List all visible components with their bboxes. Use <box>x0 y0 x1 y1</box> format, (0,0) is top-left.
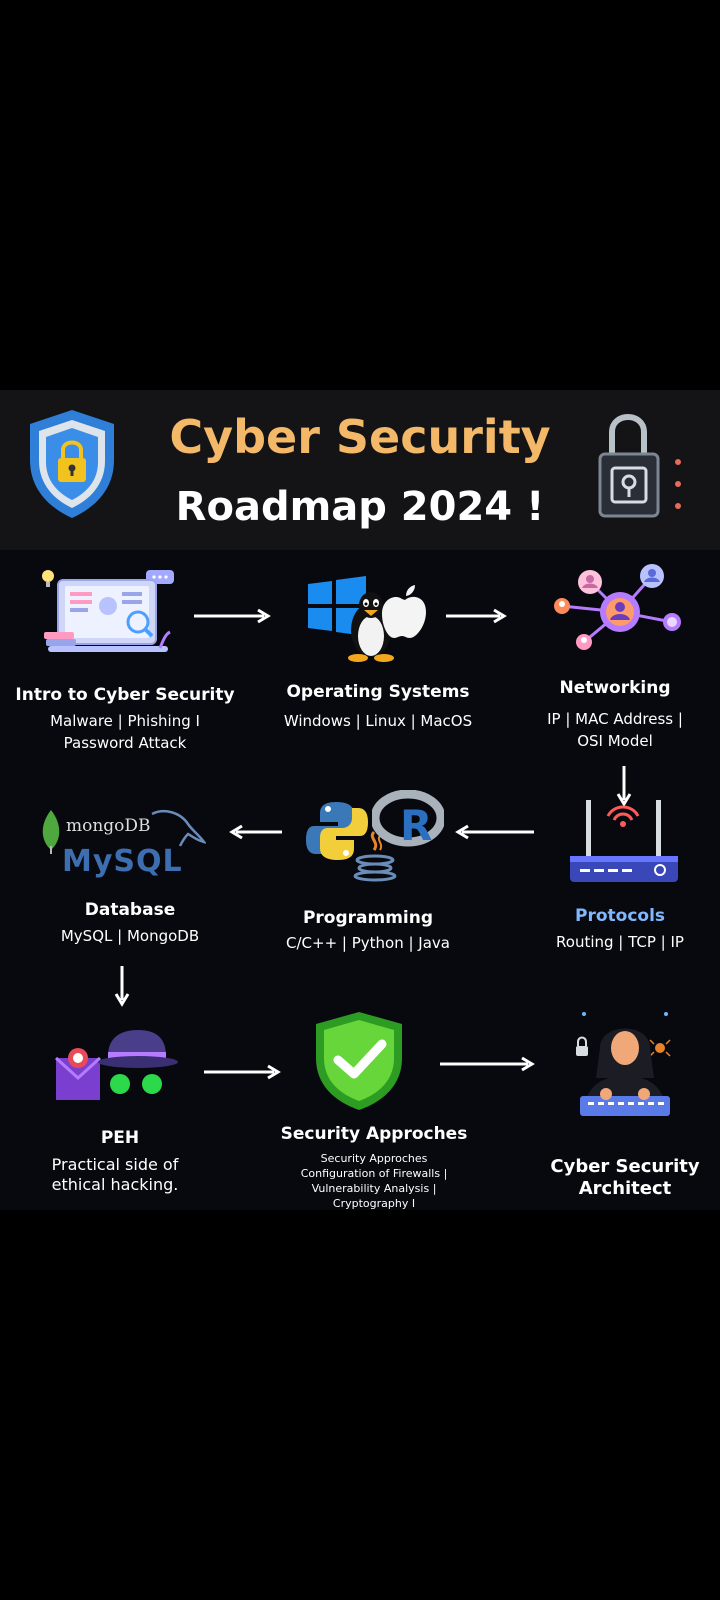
laptop-icon <box>42 570 174 652</box>
mongodb-logo-text: mongoDB <box>66 816 151 836</box>
node-sub-networking-1: IP | MAC Address | <box>547 710 683 728</box>
mysql-logo-text: MySQL <box>62 844 183 879</box>
node-title-intro: Intro to Cyber Security <box>15 685 235 705</box>
node-sub-intro-2: Password Attack <box>63 734 187 752</box>
node-sub-programming-1: C/C++ | Python | Java <box>286 934 450 952</box>
node-sub-peh-2: ethical hacking. <box>51 1175 179 1194</box>
node-sub-security-3: Vulnerability Analysis | <box>311 1182 437 1195</box>
node-title-os: Operating Systems <box>286 682 470 702</box>
arrow-down-2 <box>114 966 130 1007</box>
python-icon <box>306 802 368 860</box>
node-title-security: Security Approches <box>280 1124 468 1144</box>
header: Cyber Security Roadmap 2024 ! <box>0 390 720 550</box>
mongodb-leaf-icon <box>42 810 60 854</box>
node-sub-os-1: Windows | Linux | MacOS <box>283 712 473 730</box>
node-title-architect-2: Architect <box>578 1178 672 1199</box>
check-shield-icon <box>316 1012 402 1110</box>
node-sub-peh-1: Practical side of <box>51 1155 179 1174</box>
node-title-programming: Programming <box>302 908 434 928</box>
hooded-hacker-icon <box>576 1012 671 1116</box>
node-title-database: Database <box>84 900 176 920</box>
padlock-icon <box>598 414 681 518</box>
node-title-architect-1: Cyber Security <box>550 1156 700 1177</box>
network-people-icon <box>554 564 681 650</box>
node-sub-protocols-1: Routing | TCP | IP <box>556 933 684 951</box>
arrow-down-1 <box>616 766 632 807</box>
router-icon <box>570 800 678 882</box>
windows-icon <box>308 576 366 636</box>
arrow-right-3 <box>204 1064 281 1080</box>
arrow-right-1 <box>194 608 271 624</box>
node-title-networking: Networking <box>559 678 671 698</box>
hacker-hat-icon <box>54 1030 178 1100</box>
r-logo-letter: R <box>400 801 432 850</box>
roadmap-card: Cyber Security Roadmap 2024 ! <box>0 390 720 1210</box>
node-sub-security-4: Cryptography I <box>332 1197 416 1210</box>
arrow-right-2 <box>446 608 507 624</box>
arrow-right-4 <box>440 1056 535 1072</box>
node-sub-security-2: Configuration of Firewalls | <box>300 1167 448 1180</box>
node-title-peh: PEH <box>100 1128 140 1148</box>
node-sub-security-1: Security Approches <box>320 1152 428 1165</box>
title-line-2: Roadmap 2024 ! <box>175 484 545 530</box>
title-line-1: Cyber Security <box>169 410 551 464</box>
linux-tux-icon <box>348 592 394 662</box>
java-cup-icon <box>353 830 397 882</box>
apple-icon <box>382 585 426 638</box>
r-logo-icon: R <box>372 790 444 850</box>
mysql-dolphin-icon <box>151 810 206 847</box>
arrow-left-1 <box>229 824 282 840</box>
node-title-protocols: Protocols <box>574 906 666 926</box>
arrow-left-2 <box>455 824 534 840</box>
node-sub-networking-2: OSI Model <box>577 732 653 750</box>
shield-lock-icon <box>30 410 114 518</box>
node-sub-intro-1: Malware | Phishing I <box>50 712 200 730</box>
node-sub-database-1: MySQL | MongoDB <box>60 927 200 945</box>
